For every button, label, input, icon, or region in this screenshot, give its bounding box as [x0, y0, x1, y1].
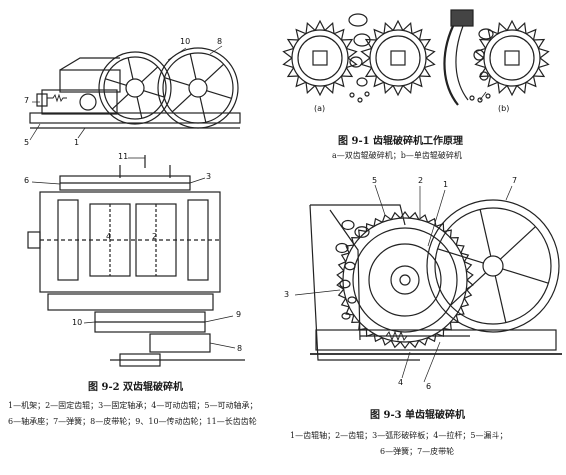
callout-fig-9-3-5: 5 [372, 176, 378, 185]
fig-9-3-legend-2: 6—弹簧；7—皮带轮 [380, 447, 455, 456]
callout-fig-9-2-7: 7 [24, 96, 30, 105]
callout-fig-9-2-2: 2 [152, 232, 158, 241]
leader-lines [29, 45, 513, 383]
callout-fig-9-3-3: 3 [284, 290, 290, 299]
fig-9-2-legend-2: 6—轴承座；7—弹簧；8—皮带轮；9、10—传动齿轮；11—长齿齿轮 [8, 417, 257, 426]
callout-fig-9-2-1: 1 [74, 138, 80, 147]
fig-9-1-subtitle: a—双齿辊破碎机；b—单齿辊破碎机 [332, 151, 462, 160]
fig-9-3-title: 图 9-3 单齿辊破碎机 [370, 410, 466, 421]
fig-9-3-legend-1: 1—齿辊轴；2—齿辊；3—弧形破碎板；4—拉杆；5—漏斗； [290, 431, 508, 440]
fig-9-1a-double-roll [282, 13, 436, 103]
callout-fig-9-2-4: 4 [106, 232, 112, 241]
fig-9-1b-single-roll [443, 9, 550, 106]
callout-fig-9-2-11: 11 [118, 152, 129, 161]
fig-9-2-title: 图 9-2 双齿辊破碎机 [88, 382, 184, 393]
fig-9-3-machine [309, 199, 562, 361]
callout-fig-9-2-3: 3 [206, 172, 212, 181]
callout-fig-9-2-10: 10 [180, 37, 191, 46]
fig-9-1-title: 图 9-1 齿辊破碎机工作原理 [338, 136, 464, 147]
callout-fig-9-3-6: 6 [426, 382, 432, 391]
callout-fig-9-2-5: 5 [24, 138, 30, 147]
callout-fig-9-2-8b: 8 [237, 344, 243, 353]
fig-9-2-legend-1: 1—机架；2—固定齿辊；3—固定轴承；4—可动齿辊；5—可动轴承； [8, 401, 258, 410]
callout-fig-9-2-10b: 10 [72, 318, 83, 327]
callout-fig-9-3-1: 1 [443, 180, 449, 189]
callout-fig-9-3-2: 2 [418, 176, 424, 185]
callout-fig-9-2-6: 6 [24, 176, 30, 185]
callout-fig-9-2-8: 8 [217, 37, 223, 46]
callout-fig-9-3-4: 4 [398, 378, 404, 387]
callout-fig-9-3-7: 7 [512, 176, 518, 185]
fig-9-2-elevation [29, 47, 241, 129]
panel-label-a: (a) [314, 104, 326, 113]
panel-label-b: (b) [498, 104, 510, 113]
callout-fig-9-2-9: 9 [236, 310, 242, 319]
fig-9-2-plan [27, 155, 245, 367]
